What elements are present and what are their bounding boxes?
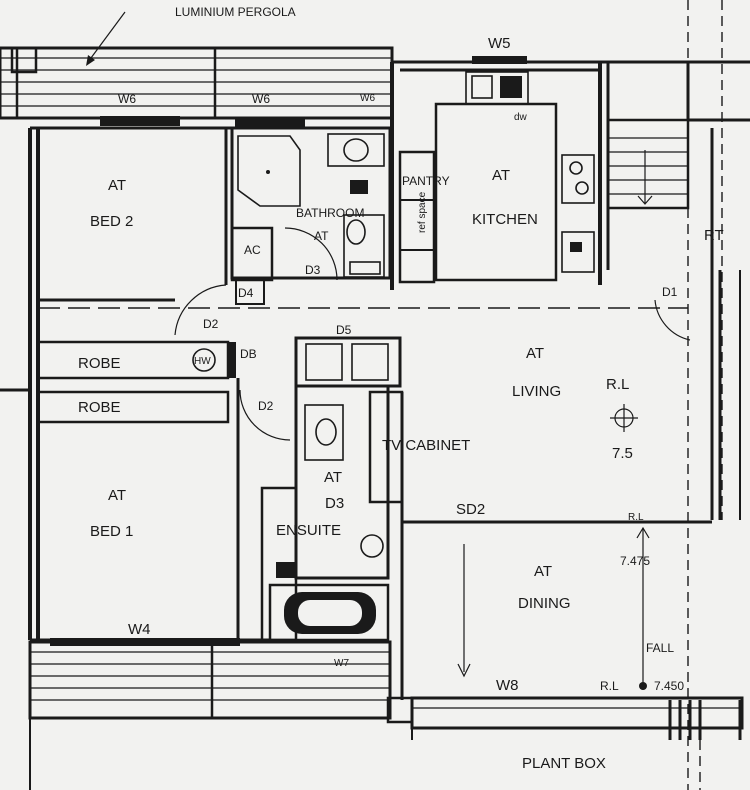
window-w6-sill: [100, 116, 180, 126]
ensuite-name: ENSUITE: [276, 522, 341, 539]
bathroom-level: AT: [314, 229, 329, 243]
dining-name: DINING: [518, 595, 571, 612]
room-living: AT LIVING R.L 7.5: [400, 345, 638, 700]
room-kitchen: dw AT KITCHEN: [434, 71, 595, 282]
window-w4-label: W4: [128, 621, 151, 638]
pergola-arrow: [87, 11, 126, 63]
robe-lower-label: ROBE: [78, 399, 121, 416]
ensuite-level: AT: [324, 469, 342, 486]
bed1-name: BED 1: [90, 523, 133, 540]
shower-base: [237, 135, 301, 207]
door-d2b-label: D2: [258, 399, 274, 413]
bottom-deck-band: [28, 638, 744, 790]
sd2-label: SD2: [456, 501, 485, 518]
dishwasher-label: dw: [514, 112, 528, 123]
bathroom-name: BATHROOM: [296, 206, 364, 220]
dining-level: AT: [534, 563, 552, 580]
living-name: LIVING: [512, 383, 561, 400]
door-d2a-label: D2: [203, 317, 219, 331]
window-w6b-label: W6: [252, 92, 270, 106]
door-d5-label: D5: [336, 323, 352, 337]
bottom-rl-label: R.L: [600, 679, 619, 693]
room-bed1: AT BED 1: [90, 378, 240, 640]
room-ensuite: D5 AT D3 ENSUITE: [260, 323, 402, 642]
bottom-rl-value: 7.450: [654, 679, 684, 693]
dining-rl-value: 7.475: [620, 554, 650, 568]
kitchen-level: AT: [492, 167, 510, 184]
tv-cabinet: TV CABINET: [368, 390, 470, 504]
living-rl-label: R.L: [606, 376, 629, 393]
room-dining: AT DINING R.L 7.475 FALL R.L 7.450: [457, 512, 684, 693]
robe-upper-label: ROBE: [78, 355, 121, 372]
pantry-name: PANTRY: [402, 174, 450, 188]
robe-zone: ROBE ROBE HW DB: [36, 340, 257, 424]
dining-rl-label: R.L: [628, 512, 644, 523]
pergola-arrow-head: [86, 55, 95, 66]
window-w5-sill: [472, 56, 527, 64]
ac-closet: AC D4: [230, 226, 274, 305]
top-pergola-band: [0, 46, 394, 120]
bed2-name: BED 2: [90, 213, 133, 230]
room-pantry: PANTRY ref space: [398, 150, 450, 284]
window-w5-label: W5: [488, 35, 511, 52]
window-w6c-label: W6: [360, 93, 375, 104]
plant-box-label: PLANT BOX: [522, 755, 606, 772]
room-bed2: AT BED 2: [38, 128, 228, 302]
window-w6b-sill: [235, 118, 305, 128]
door-d4-label: D4: [238, 286, 254, 300]
fridge-space-label: ref space: [417, 191, 428, 233]
hot-water-label: HW: [194, 356, 211, 367]
living-rl-value: 7.5: [612, 445, 633, 462]
room-bathroom: BATHROOM AT D3: [230, 126, 392, 281]
door-d2a-swing: [174, 284, 227, 336]
bed1-level: AT: [108, 487, 126, 504]
stairs: [606, 60, 750, 280]
db-label: DB: [240, 347, 257, 361]
rt-label: RT: [704, 227, 724, 244]
window-w7-label: W7: [334, 658, 349, 669]
door-d3a-label: D3: [305, 263, 321, 277]
exterior-walls: [0, 60, 610, 642]
fall-label: FALL: [646, 641, 674, 655]
sliding-door-sd2: SD2: [402, 501, 712, 524]
kitchen-name: KITCHEN: [472, 211, 538, 228]
pergola-note: LUMINIUM PERGOLA: [175, 5, 296, 19]
window-w8-label: W8: [496, 677, 519, 694]
door-d3b-label: D3: [325, 495, 344, 512]
living-level: AT: [526, 345, 544, 362]
door-d1-swing: [654, 299, 691, 341]
window-w6-label: W6: [118, 92, 136, 106]
ac-label: AC: [244, 243, 261, 257]
bed2-level: AT: [108, 177, 126, 194]
tv-cabinet-label: TV CABINET: [382, 437, 470, 454]
door-d2b-swing: [239, 389, 291, 441]
door-d1-label: D1: [662, 285, 678, 299]
